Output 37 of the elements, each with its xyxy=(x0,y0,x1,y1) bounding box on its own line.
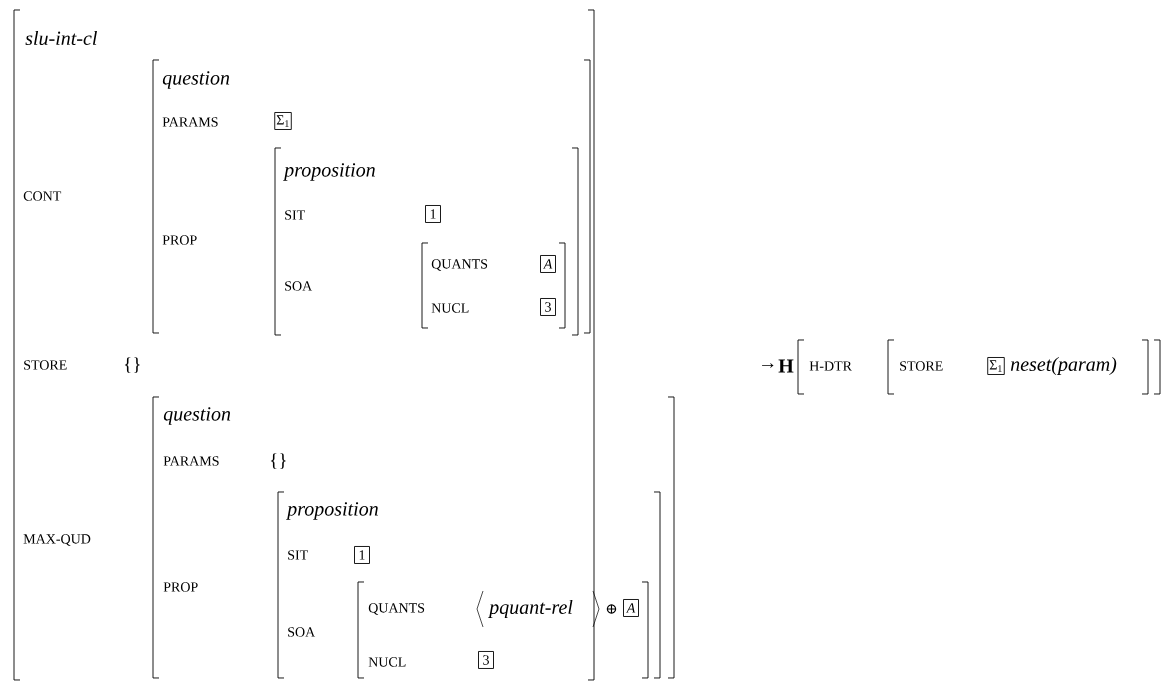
tag-box: 3 xyxy=(540,298,556,316)
tag-box: 1 xyxy=(425,205,441,223)
type-name: question xyxy=(162,71,230,89)
feature-name: SOA xyxy=(285,281,313,291)
arrow-symbol: → xyxy=(762,363,774,368)
feature-name: QUANTS xyxy=(431,259,488,271)
feature-name: SIT xyxy=(288,550,308,560)
type-name: question xyxy=(163,407,231,425)
tag-box: A xyxy=(540,255,556,273)
head-marker: H xyxy=(778,359,794,373)
feature-name: PARAMS xyxy=(162,117,218,127)
feature-name: SOA xyxy=(288,627,316,637)
type-name: pquant-rel xyxy=(488,599,573,619)
value-text: {} xyxy=(270,453,286,469)
type-name: neset(param) xyxy=(1010,356,1117,376)
feature-name: PARAMS xyxy=(163,456,219,466)
feature-name: STORE xyxy=(900,361,943,371)
feature-name: MAX-QUD xyxy=(23,534,91,546)
feature-name: STORE xyxy=(24,360,67,370)
tag-box: 3 xyxy=(478,651,494,669)
tag-box: 1 xyxy=(354,546,370,564)
feature-name: SIT xyxy=(285,210,305,220)
feature-name: PROP xyxy=(163,582,198,592)
feature-name: CONT xyxy=(23,191,62,201)
type-name: slu-int-cl xyxy=(25,30,97,46)
tag-box: Σ$_{1}$ xyxy=(987,357,1005,375)
operator-symbol: ⊕ xyxy=(606,604,617,614)
feature-name: NUCL xyxy=(368,657,406,667)
type-name: proposition xyxy=(286,502,378,520)
type-name: proposition xyxy=(283,163,375,181)
feature-name: PROP xyxy=(162,235,197,245)
feature-name: QUANTS xyxy=(368,603,425,615)
value-text: {} xyxy=(124,357,140,373)
tag-box: Σ$_{1}$ xyxy=(274,112,292,130)
feature-name: NUCL xyxy=(431,303,469,313)
tag-box: A xyxy=(623,599,639,617)
feature-name: H-DTR xyxy=(809,361,852,371)
